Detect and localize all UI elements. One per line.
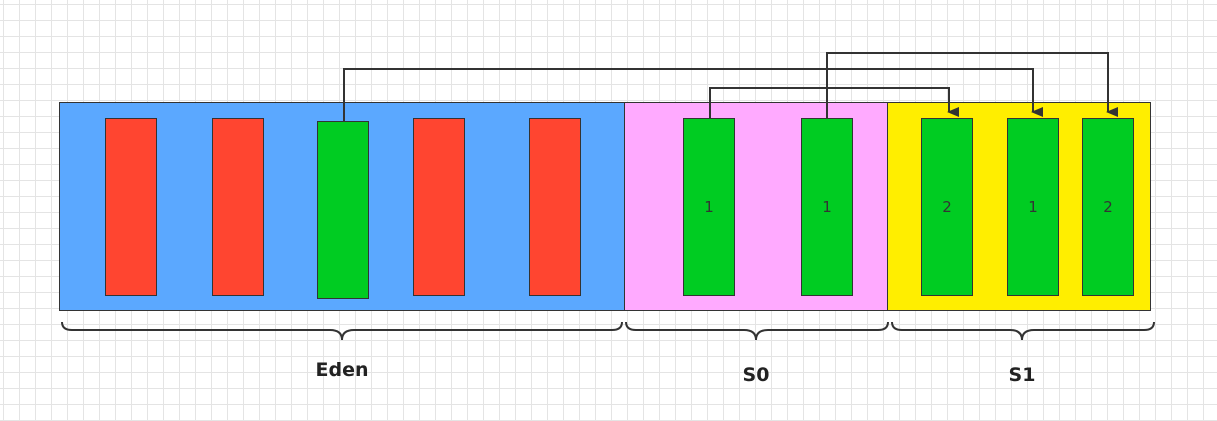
eden-label: Eden: [315, 359, 369, 381]
eden-brace: [61, 321, 623, 341]
object-age-label: 1: [1028, 198, 1038, 216]
eden-object-3-live: [317, 121, 369, 299]
object-age-label: 2: [1103, 198, 1113, 216]
object-age-label: 1: [704, 198, 714, 216]
s1-label: S1: [1008, 364, 1036, 386]
object-age-label: 2: [942, 198, 952, 216]
eden-object-5-dead: [529, 118, 581, 296]
s1-object-2: 1: [1007, 118, 1059, 296]
s1-object-3: 2: [1082, 118, 1134, 296]
s0-brace: [625, 321, 889, 341]
s0-label: S0: [742, 364, 770, 386]
eden-object-4-dead: [413, 118, 465, 296]
s1-brace: [891, 321, 1155, 341]
eden-object-1-dead: [105, 118, 157, 296]
object-age-label: 1: [822, 198, 832, 216]
s0-object-1: 1: [683, 118, 735, 296]
s0-object-2: 1: [801, 118, 853, 296]
s1-object-1: 2: [921, 118, 973, 296]
eden-object-2-dead: [212, 118, 264, 296]
